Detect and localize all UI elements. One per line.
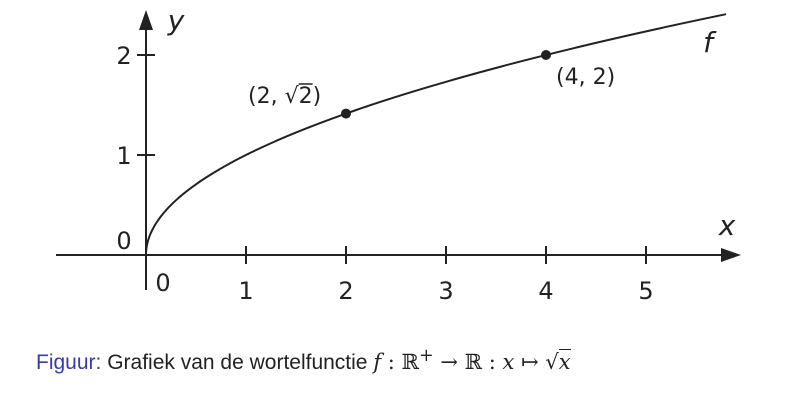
sqrt-curve [145,13,727,256]
series-label-f: f [703,26,717,59]
caption-sqrt-arg: x [558,349,571,374]
caption-sqrt-sign: √ [545,350,559,374]
caption-text: Grafiek van de wortelfunctie [101,351,374,374]
point-label-2-sqrt2: (2, √2) [248,84,321,109]
y-tick-label: 1 [116,142,131,170]
y-tick-label: 2 [116,42,131,70]
x-origin-label: 0 [155,269,170,297]
y-axis-label: y [167,4,185,37]
point-4-2 [541,50,551,60]
x-tick-label: 1 [238,277,253,305]
caption-x: x [502,350,515,374]
caption-domain: ℝ [401,350,419,374]
points: (2, √2) (4, 2) [248,50,615,119]
x-tick-label: 4 [538,277,553,305]
caption-sep1: : [381,350,402,374]
curve-layer: f [145,13,727,256]
point-label-4-2: (4, 2) [556,65,615,90]
y-axis-arrowhead [139,10,153,30]
x-axis-arrowhead [721,248,741,262]
figure-caption: Figuur: Grafiek van de wortelfunctie f :… [36,346,571,375]
caption-mapsto: ↦ [514,350,546,374]
caption-codomain: ℝ [464,350,483,374]
ticks: 1 2 3 4 5 1 2 00 [116,42,653,305]
caption-sep2: : [482,350,503,374]
x-tick-label: 2 [338,277,353,305]
caption-arrow: → [433,350,465,374]
axes: xy [56,4,741,290]
y-origin-label: 0 [116,227,131,255]
caption-prefix: Figuur: [36,351,102,374]
x-tick-label: 3 [438,277,453,305]
point-2-sqrt2 [341,108,351,119]
caption-f: f [373,350,382,374]
x-tick-label: 5 [638,277,653,305]
caption-domain-sup: + [419,346,434,366]
x-axis-label: x [718,209,736,242]
